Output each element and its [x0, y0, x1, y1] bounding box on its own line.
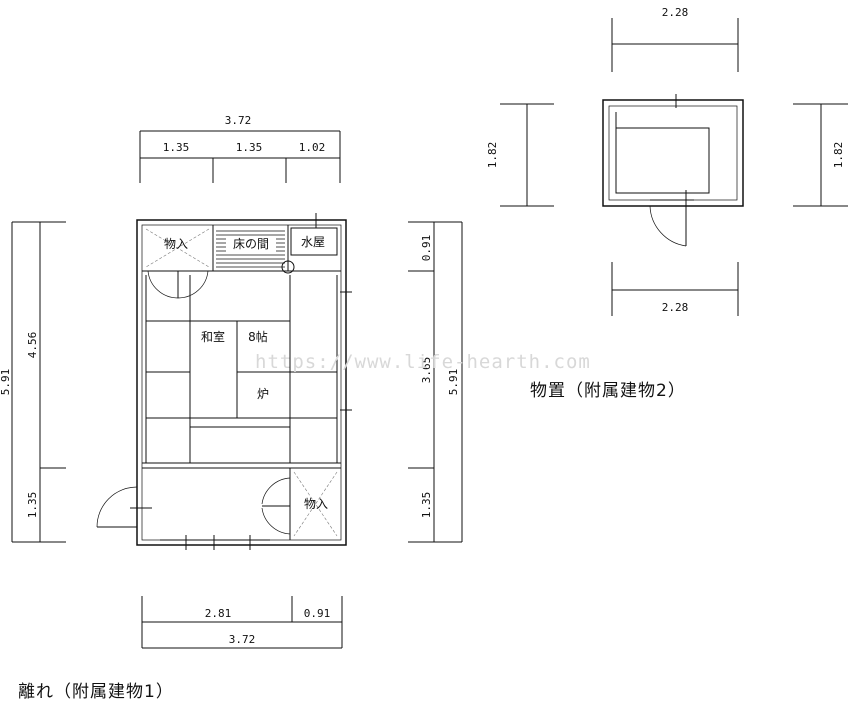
- tokonoma: 床の間: [216, 230, 285, 268]
- shed-plan: 2.28 1.82 1.82: [486, 6, 848, 401]
- tatami-size-label: 8帖: [248, 329, 268, 344]
- shed-top-dimension: 2.28: [611, 6, 739, 72]
- mizuya-label: 水屋: [301, 235, 325, 249]
- annex-plan: 3.72 1.35 1.35 1.02 5.91 4.56 1.35 0.91 …: [0, 114, 463, 702]
- annex-bottom-dimension: 2.81 0.91 3.72: [141, 596, 343, 649]
- annex-top-segment-1: 1.35: [163, 141, 190, 154]
- washitsu: 和室 8帖 炉: [146, 275, 337, 463]
- shed-top-width-label: 2.28: [662, 6, 689, 19]
- annex-right-dimension: 0.91 3.65 1.35 5.91: [408, 221, 463, 543]
- shed-right-dimension: 1.82: [793, 103, 848, 207]
- annex-right-segment-2: 3.65: [420, 357, 433, 384]
- storage-bottom: 物入: [293, 471, 338, 537]
- storage-bottom-label: 物入: [304, 497, 328, 511]
- annex-bottom-total-label: 3.72: [229, 633, 256, 646]
- shed-bottom-width-label: 2.28: [662, 301, 689, 314]
- tokonoma-label: 床の間: [233, 237, 269, 251]
- shed-right-depth-label: 1.82: [832, 142, 845, 169]
- annex-right-segment-3: 1.35: [420, 492, 433, 519]
- annex-right-total-label: 5.91: [447, 369, 460, 396]
- mizuya: 水屋: [290, 213, 338, 256]
- annex-bottom-segment-1: 2.81: [205, 607, 232, 620]
- annex-left-dimension: 5.91 4.56 1.35: [0, 221, 66, 543]
- annex-top-dimension: 3.72 1.35 1.35 1.02: [139, 114, 341, 183]
- shed-left-depth-label: 1.82: [486, 142, 499, 169]
- pillar: [281, 260, 295, 274]
- annex-left-segment-2: 1.35: [26, 492, 39, 519]
- annex-top-segment-3: 1.02: [299, 141, 326, 154]
- hearth-label: 炉: [257, 387, 269, 401]
- shed-left-dimension: 1.82: [486, 103, 554, 207]
- shed-walls: [602, 94, 744, 247]
- annex-bottom-segment-2: 0.91: [304, 607, 331, 620]
- shed-bottom-dimension: 2.28: [611, 262, 739, 316]
- annex-walls: [136, 219, 347, 546]
- washitsu-label: 和室: [201, 329, 225, 344]
- annex-left-total-label: 5.91: [0, 369, 12, 396]
- annex-doors: [96, 270, 352, 550]
- annex-right-segment-1: 0.91: [420, 235, 433, 262]
- shed-caption: 物置（附属建物2）: [530, 381, 686, 401]
- annex-top-segment-2: 1.35: [236, 141, 263, 154]
- storage-top: 物入: [145, 228, 210, 268]
- annex-caption: 離れ（附属建物1）: [18, 682, 174, 702]
- annex-left-segment-1: 4.56: [26, 332, 39, 359]
- annex-top-total-label: 3.72: [225, 114, 252, 127]
- watermark-text: https://www.life-hearth.com: [255, 351, 591, 373]
- storage-top-label: 物入: [164, 237, 188, 251]
